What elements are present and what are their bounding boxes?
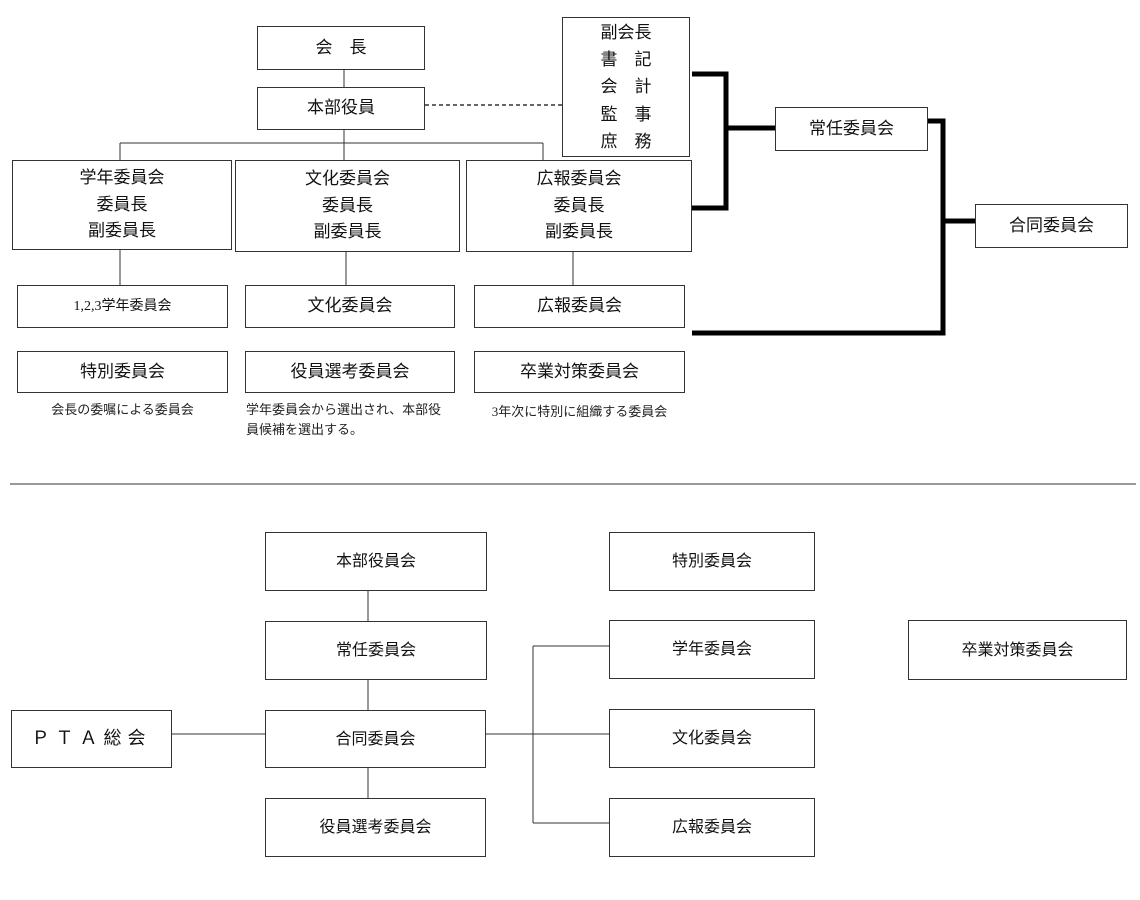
grade-committee-title: 学年委員会 xyxy=(79,168,165,188)
joint-committee-box: 合同委員会 xyxy=(975,204,1128,248)
graduation-committee-note: 3年次に特別に組織する委員会 xyxy=(474,402,685,422)
bottom-pr-committee-label: 広報委員会 xyxy=(671,817,752,837)
election-note-line-2: 員候補を選出する。 xyxy=(246,422,364,438)
grade-committee-chair: 委員長 xyxy=(96,194,148,214)
pta-general-assembly-label: ＰＴＡ総会 xyxy=(31,728,152,750)
graduation-committee-label: 卒業対策委員会 xyxy=(520,361,639,381)
president-box: 会 長 xyxy=(257,26,425,70)
culture-committee-chair: 委員長 xyxy=(322,195,373,215)
bottom-culture-committee-label: 文化委員会 xyxy=(671,728,752,748)
joint-committee-label: 合同委員会 xyxy=(1009,215,1094,235)
officer-treasurer: 会 計 xyxy=(600,77,652,97)
executives-box: 本部役員 xyxy=(257,87,425,130)
grade-committee-box: 学年委員会 委員長 副委員長 xyxy=(12,160,232,250)
president-label: 会 長 xyxy=(315,37,367,57)
special-committee-label: 特別委員会 xyxy=(80,361,165,381)
election-committee-label: 役員選考委員会 xyxy=(290,361,410,381)
grade-sub-committee-label: 1,2,3学年委員会 xyxy=(73,298,172,314)
election-committee-box: 役員選考委員会 xyxy=(245,351,455,393)
pr-sub-committee-box: 広報委員会 xyxy=(474,285,685,328)
officers-box: 副会長 書 記 会 計 監 事 庶 務 xyxy=(562,17,690,157)
bottom-special-committee-box: 特別委員会 xyxy=(609,532,815,591)
pr-sub-committee-label: 広報委員会 xyxy=(537,296,622,316)
officer-auditor: 監 事 xyxy=(600,104,652,124)
special-committee-box: 特別委員会 xyxy=(17,351,228,393)
bottom-election-committee-box: 役員選考委員会 xyxy=(265,798,486,857)
special-note-text: 会長の委嘱による委員会 xyxy=(51,402,194,417)
bottom-grade-committee-box: 学年委員会 xyxy=(609,620,815,679)
culture-committee-vice-chair: 副委員長 xyxy=(313,222,382,242)
pr-committee-vice-chair: 副委員長 xyxy=(545,222,613,242)
standing-committee-box: 常任委員会 xyxy=(775,107,928,151)
officer-vice-president: 副会長 xyxy=(600,23,652,43)
bottom-standing-committee-label: 常任委員会 xyxy=(335,640,416,660)
pr-committee-chair: 委員長 xyxy=(553,195,605,215)
bottom-standing-committee-box: 常任委員会 xyxy=(265,621,487,680)
grade-sub-committee-box: 1,2,3学年委員会 xyxy=(17,285,228,328)
standing-committee-label: 常任委員会 xyxy=(809,118,894,138)
election-note-line-1: 学年委員会から選出され、本部役 xyxy=(246,402,442,417)
pr-committee-box: 広報委員会 委員長 副委員長 xyxy=(466,160,692,252)
executives-label: 本部役員 xyxy=(307,98,375,118)
culture-sub-committee-box: 文化委員会 xyxy=(245,285,455,328)
election-committee-note: 学年委員会から選出され、本部役 員候補を選出する。 xyxy=(246,400,466,440)
bottom-culture-committee-box: 文化委員会 xyxy=(609,709,815,768)
graduation-committee-box: 卒業対策委員会 xyxy=(474,351,685,393)
bottom-grade-committee-label: 学年委員会 xyxy=(671,639,752,659)
officer-general-affairs: 庶 務 xyxy=(600,131,652,151)
graduation-note-text: 3年次に特別に組織する委員会 xyxy=(491,404,668,419)
special-committee-note: 会長の委嘱による委員会 xyxy=(17,400,228,420)
bottom-pr-committee-box: 広報委員会 xyxy=(609,798,815,857)
bottom-election-committee-label: 役員選考委員会 xyxy=(319,817,432,837)
culture-sub-committee-label: 文化委員会 xyxy=(307,296,393,316)
bottom-graduation-committee-box: 卒業対策委員会 xyxy=(908,620,1127,680)
executive-board-label: 本部役員会 xyxy=(335,551,416,571)
executive-board-box: 本部役員会 xyxy=(265,532,487,591)
bottom-special-committee-label: 特別委員会 xyxy=(671,551,752,571)
officer-secretary: 書 記 xyxy=(600,50,652,70)
pr-committee-title: 広報委員会 xyxy=(536,169,622,189)
pta-general-assembly-box: ＰＴＡ総会 xyxy=(11,710,172,768)
culture-committee-title: 文化委員会 xyxy=(305,169,390,189)
culture-committee-box: 文化委員会 委員長 副委員長 xyxy=(235,160,460,252)
bottom-joint-committee-box: 合同委員会 xyxy=(265,710,486,768)
grade-committee-vice-chair: 副委員長 xyxy=(88,221,156,241)
bottom-graduation-committee-label: 卒業対策委員会 xyxy=(961,639,1074,659)
bottom-joint-committee-label: 合同委員会 xyxy=(335,728,416,748)
